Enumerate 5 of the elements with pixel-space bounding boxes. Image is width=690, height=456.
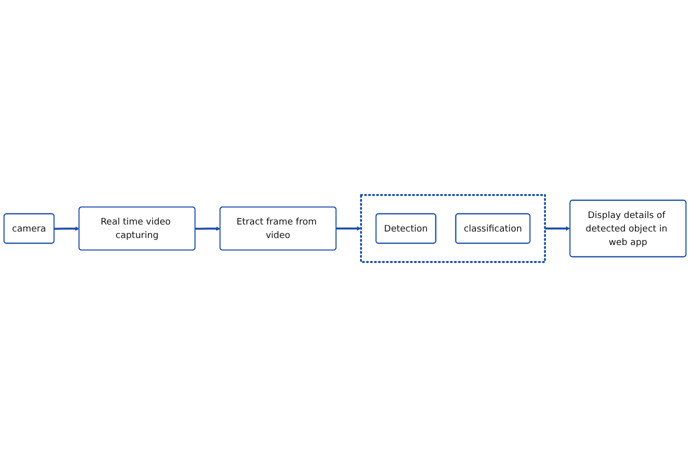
arrow bbox=[544, 226, 570, 230]
arrow bbox=[195, 226, 220, 230]
arrow bbox=[54, 226, 80, 230]
cluster bbox=[360, 194, 546, 262]
arrow bbox=[336, 226, 362, 230]
